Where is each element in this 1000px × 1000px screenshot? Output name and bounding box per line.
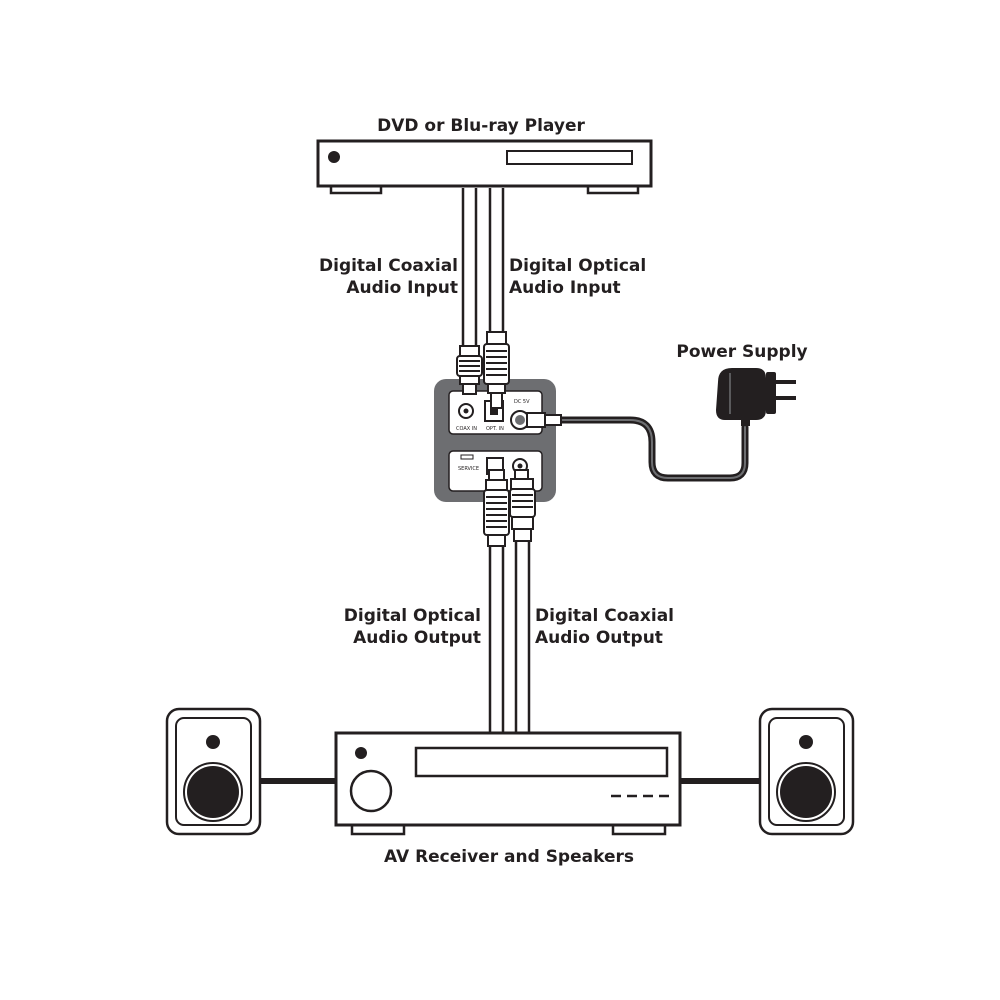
optical-output-plug [483,469,510,547]
left-speaker [165,707,262,836]
dc-port-label: DC 5V [514,399,530,405]
receiver-power-icon [355,747,367,759]
right-speaker [758,707,855,836]
optical-output-label-line2: Audio Output [353,628,481,648]
power-adapter [716,368,796,426]
optical-output-label-line1: Digital Optical [344,606,481,626]
av-receiver [334,731,682,836]
input-cables [461,188,505,348]
sink-device-label: AV Receiver and Speakers [384,847,634,867]
optical-input-plug [483,331,510,409]
output-cables [488,540,531,733]
coax-output-label-line1: Digital Coaxial [535,606,674,626]
coax-input-label-line2: Audio Input [346,278,458,298]
power-button-icon [328,151,340,163]
power-supply-label: Power Supply [676,342,807,362]
disc-tray [506,150,633,165]
coax-output-plug [509,469,536,542]
service-port-label: SERVICE [458,466,479,472]
optical-input-label-line2: Audio Input [509,278,621,298]
volume-knob [349,769,393,813]
coax-input-plug [456,345,483,395]
source-device-label: DVD or Blu-ray Player [377,116,585,136]
coax-output-label-line2: Audio Output [535,628,663,648]
power-cable [526,412,749,482]
opt-in-port-label: OPT. IN [486,426,504,432]
coax-input-label-line1: Digital Coaxial [319,256,458,276]
coax-in-port-label: COAX IN [456,426,477,432]
optical-input-label-line1: Digital Optical [509,256,646,276]
dvd-player [316,139,653,195]
service-port [460,454,474,460]
receiver-display [414,746,669,778]
